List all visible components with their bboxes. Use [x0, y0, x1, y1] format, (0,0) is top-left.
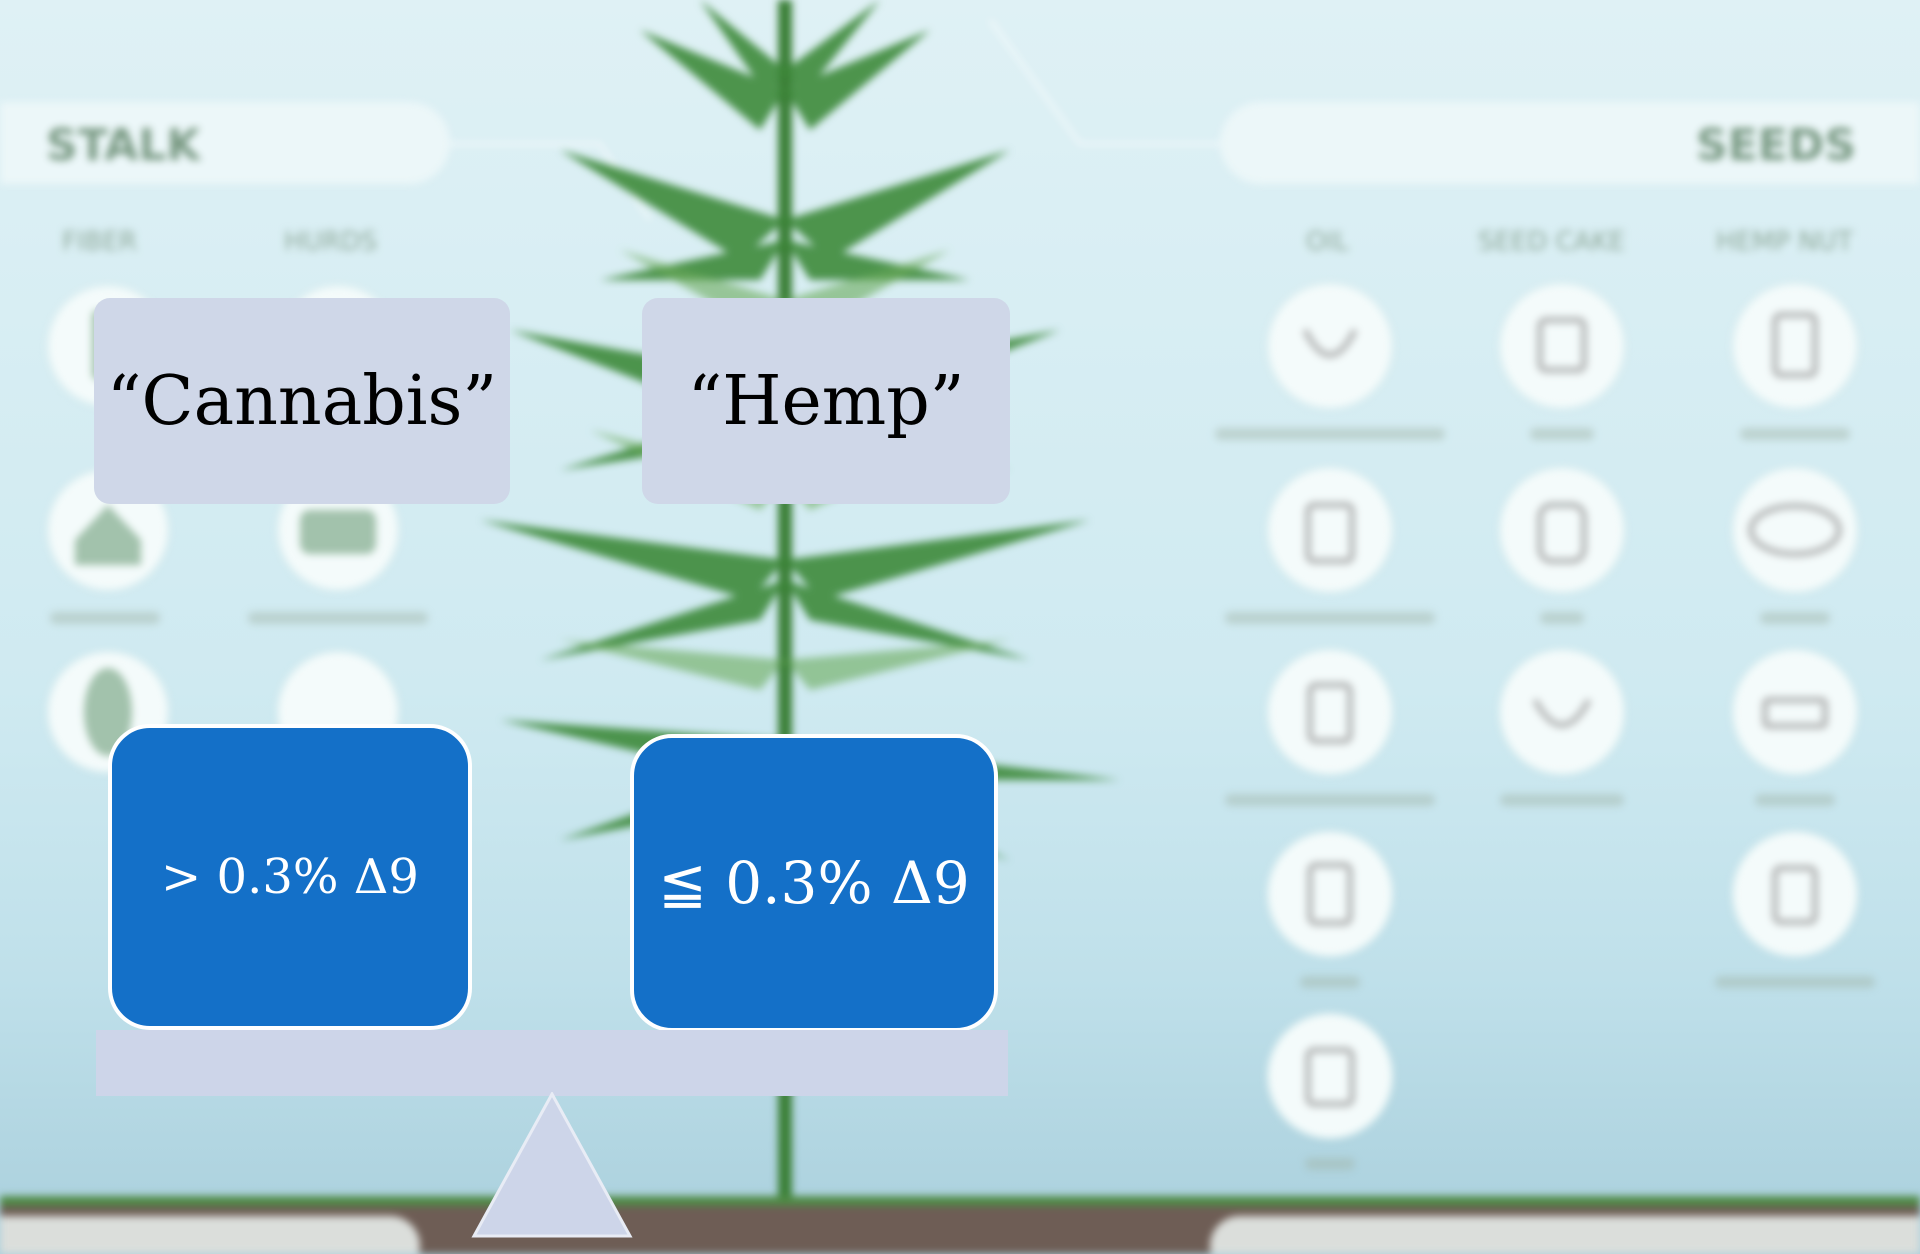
seeds-heading: SEEDS [1696, 120, 1856, 171]
hemp-label: “Hemp” [687, 361, 965, 441]
seed-product-icons [1267, 283, 1858, 1139]
hemp-nut-column-label: HEMP NUT [1716, 227, 1853, 257]
stalk-heading: STALK [46, 120, 202, 171]
hemp-label-box: “Hemp” [642, 298, 1010, 504]
hurds-column-label: HURDS [284, 227, 377, 257]
oil-column-label: OIL [1306, 227, 1349, 257]
cannabis-label: “Cannabis” [106, 361, 498, 441]
cannabis-threshold: > 0.3% Δ9 [161, 849, 419, 905]
scale-beam [96, 1030, 1008, 1096]
fiber-column-label: FIBER [62, 227, 137, 257]
cannabis-threshold-box: > 0.3% Δ9 [108, 724, 472, 1030]
cannabis-label-box: “Cannabis” [94, 298, 510, 504]
seed-cake-column-label: SEED CAKE [1478, 227, 1625, 257]
hemp-threshold: ≦ 0.3% Δ9 [658, 849, 970, 917]
hemp-threshold-box: ≦ 0.3% Δ9 [630, 734, 998, 1032]
scale-fulcrum [471, 1092, 633, 1238]
